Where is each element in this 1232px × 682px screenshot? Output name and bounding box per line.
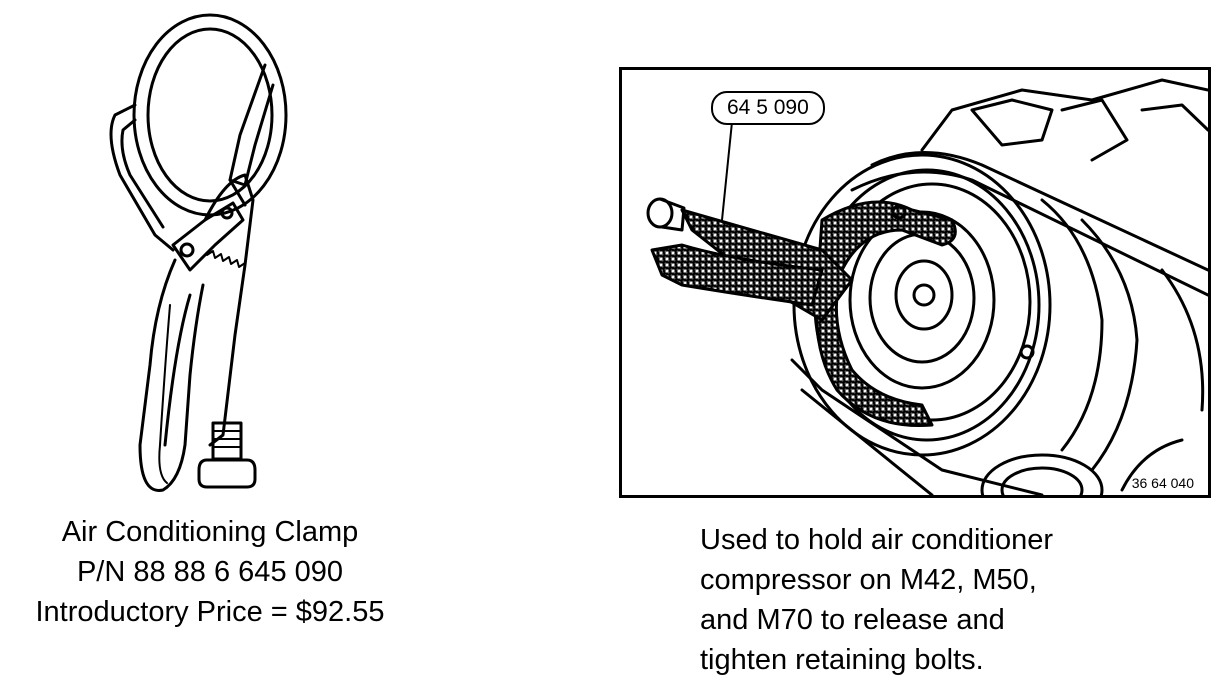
compressor-figure: 64 5 090 36 64 040	[619, 67, 1211, 498]
usage-line-2: compressor on M42, M50,	[700, 564, 1037, 596]
usage-line-4: tighten retaining bolts.	[700, 644, 984, 676]
air-conditioning-clamp-illustration	[109, 13, 288, 492]
clamp-part-number: P/N 88 88 6 645 090	[76, 556, 344, 588]
clamp-caption: Air Conditioning Clamp P/N 88 88 6 645 0…	[0, 512, 420, 632]
clamp-price: Introductory Price = $92.55	[35, 596, 385, 628]
tool-number-callout: 64 5 090	[711, 91, 825, 125]
clamp-name: Air Conditioning Clamp	[61, 516, 359, 548]
usage-line-1: Used to hold air conditioner	[700, 524, 1054, 556]
usage-caption: Used to hold air conditioner compressor …	[700, 520, 1220, 680]
compressor-illustration	[646, 78, 1208, 495]
figure-code: 36 64 040	[1131, 475, 1194, 491]
usage-line-3: and M70 to release and	[700, 604, 1005, 636]
